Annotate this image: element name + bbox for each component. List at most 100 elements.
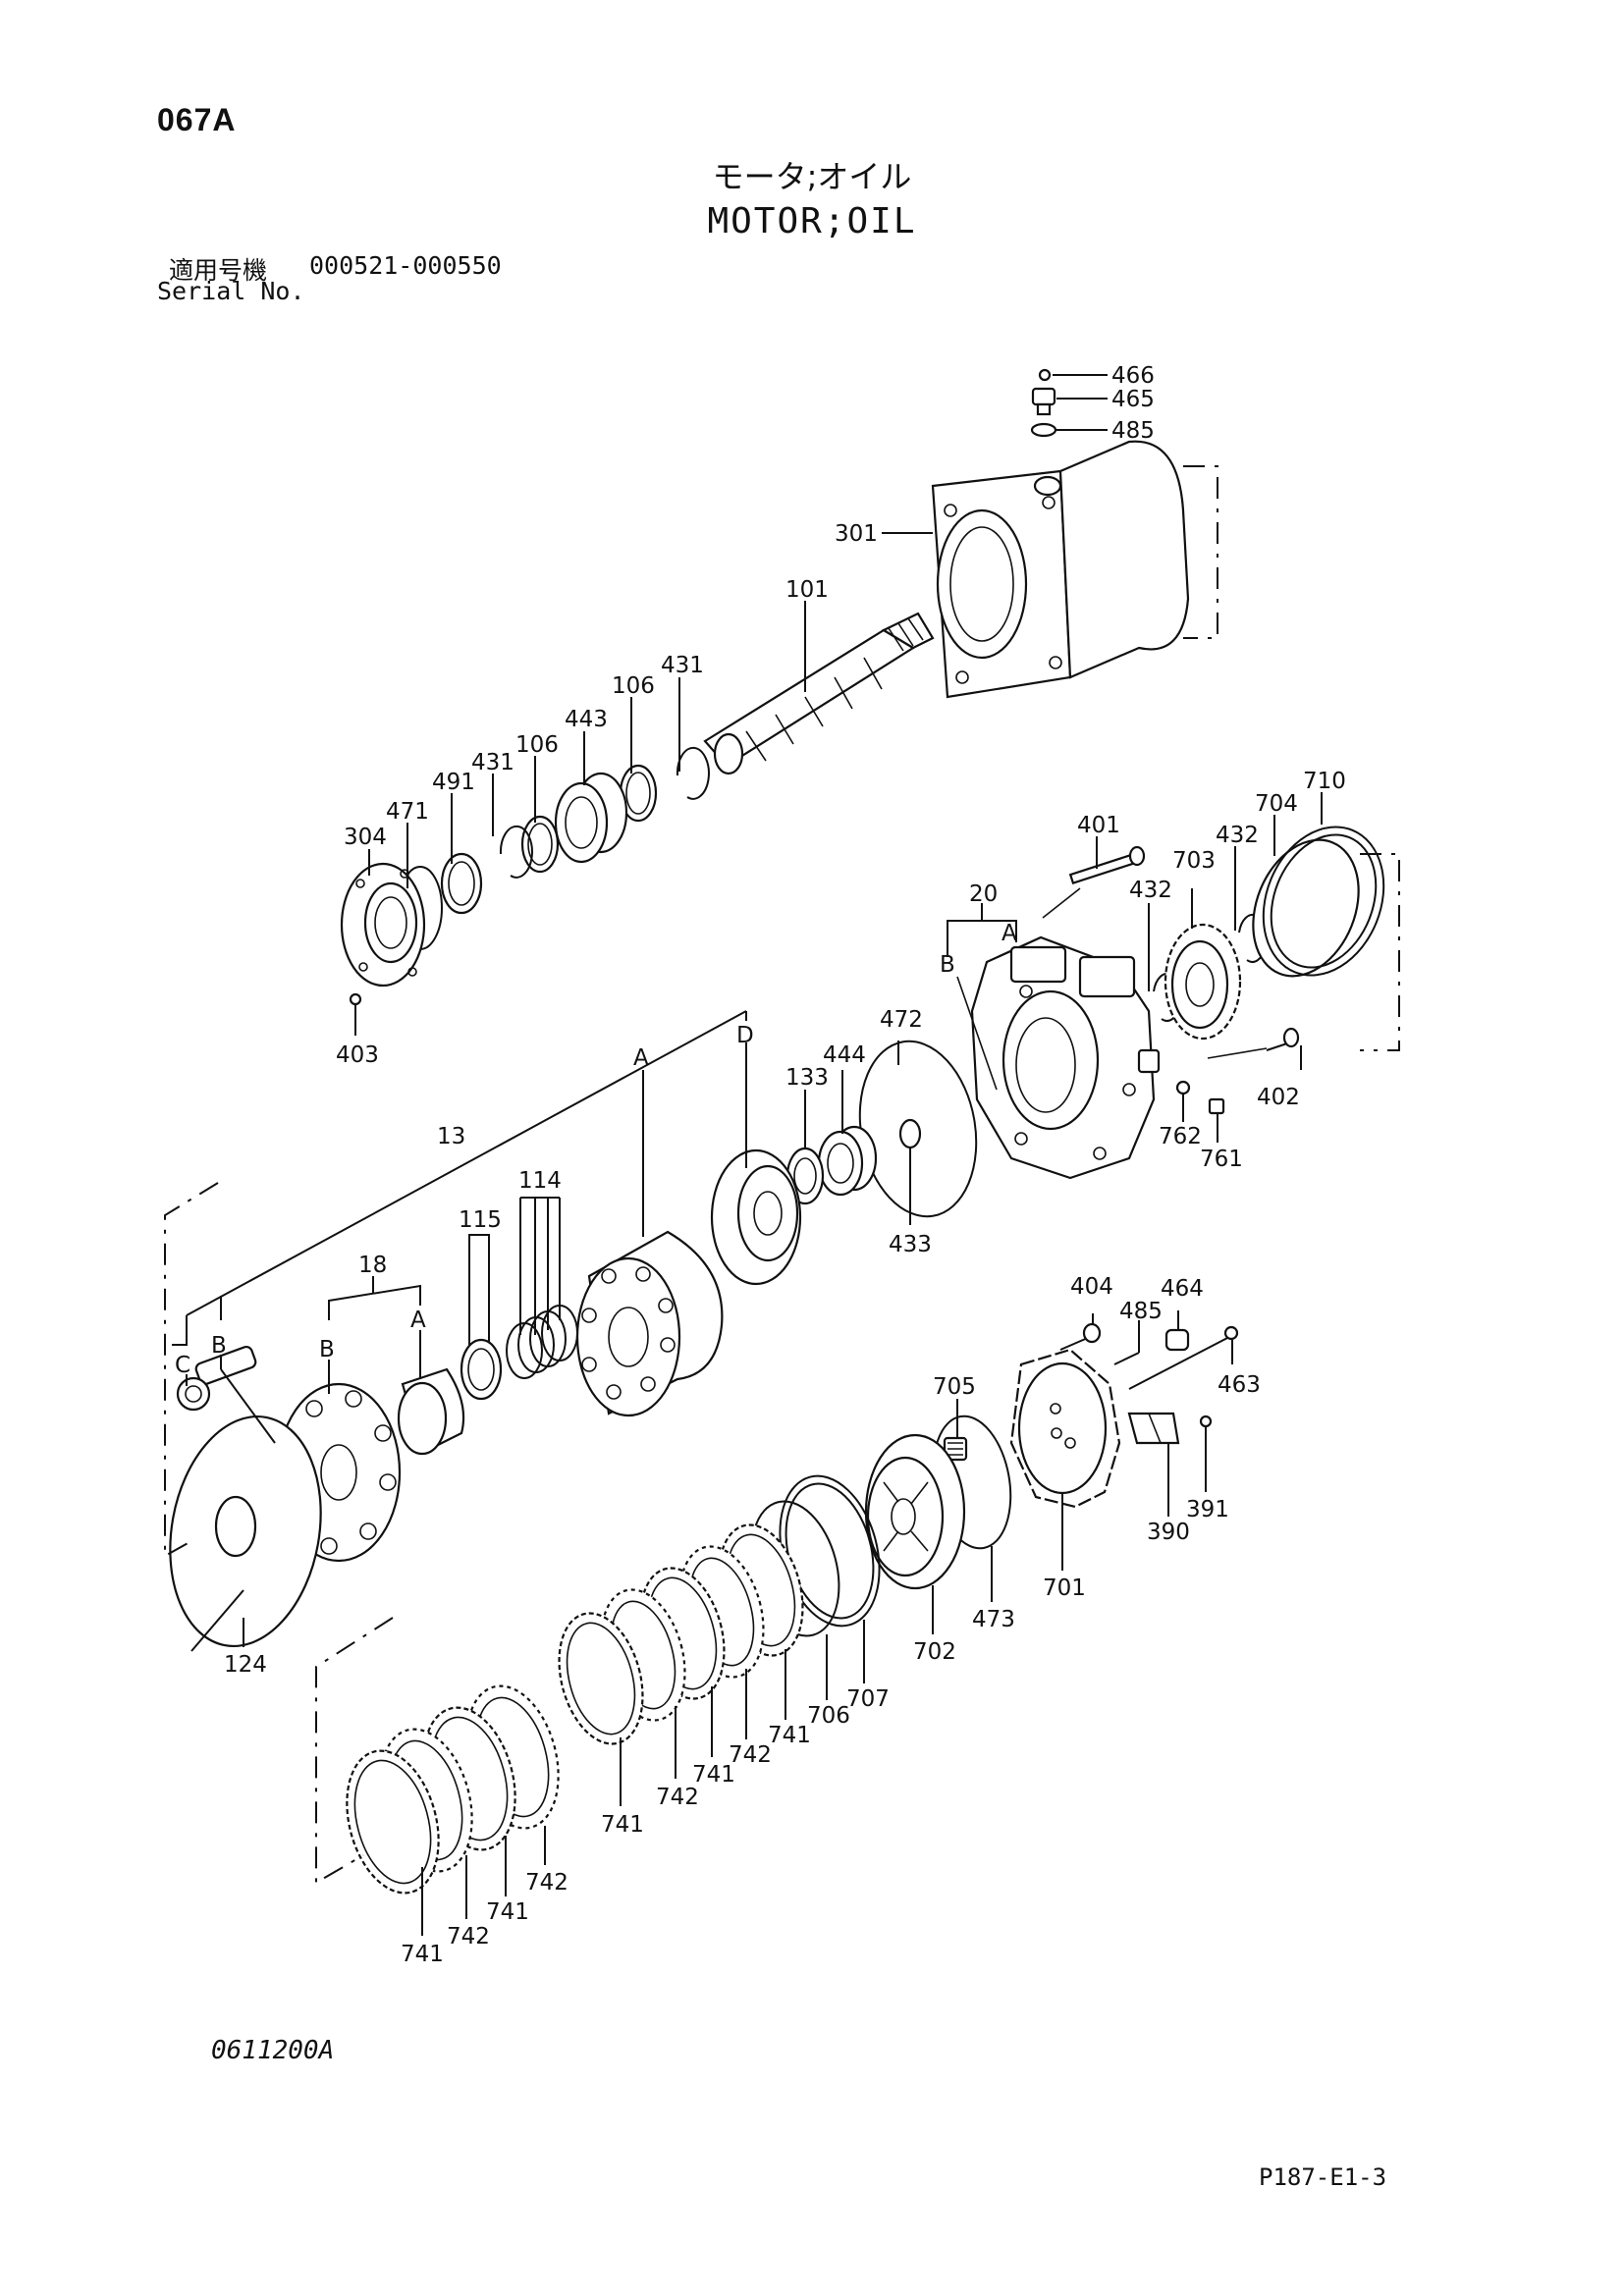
label-401: 401 [1077,813,1120,838]
callout-a-valve: A [1001,921,1017,946]
label-473: 473 [972,1607,1015,1632]
callout-b-valve: B [940,952,955,978]
bolt-404 [1059,1322,1102,1351]
label-701: 701 [1043,1575,1086,1601]
group-bracket-114 [519,1197,561,1335]
title-english: MOTOR;OIL [707,201,917,241]
label-101: 101 [785,577,829,603]
callout-c: C [175,1353,190,1378]
label-741-5: 741 [401,1942,444,1967]
label-301: 301 [835,521,878,547]
plug-464 [1164,1328,1190,1352]
callout-d: D [736,1023,754,1048]
drawing-code: 0611200A [211,2036,335,2065]
label-706: 706 [807,1703,850,1729]
brake-bracket [315,1617,394,1885]
o-ring-485-top [1030,422,1057,438]
page-reference: P187-E1-3 [1259,2163,1387,2191]
valve-block [970,935,1161,1180]
bolt-403 [349,992,362,1016]
plug-463 [1128,1325,1239,1390]
callout-b-retainer: B [319,1337,335,1362]
serial-range: 000521-000550 [309,251,502,280]
bearing-443 [554,772,628,864]
snap-ring-431-right [676,746,710,800]
ring-433 [898,1118,922,1149]
ring-704 [1252,838,1360,978]
gear-703 [1164,923,1242,1041]
label-433: 433 [889,1232,932,1257]
friction-plate-741-3 [558,1612,644,1745]
label-485-top: 485 [1111,418,1155,444]
label-13: 13 [437,1124,465,1149]
label-491: 491 [432,770,475,795]
callout-a-guide: A [410,1308,426,1333]
group-bracket-20 [947,887,1268,1091]
label-403: 403 [336,1042,379,1068]
label-114: 114 [518,1168,562,1194]
label-463: 463 [1218,1372,1261,1398]
bearing-444 [817,1125,878,1197]
label-742-1: 742 [729,1742,772,1768]
label-431-right: 431 [661,653,704,678]
cylinder-block [575,1230,724,1417]
bolt-402 [1266,1027,1300,1051]
label-432-left: 432 [1129,878,1172,903]
group-bracket-115 [468,1234,490,1345]
label-741-1: 741 [768,1723,811,1748]
label-464: 464 [1161,1276,1204,1302]
label-742-4: 742 [447,1924,490,1949]
seal-485-bottom [1113,1352,1140,1365]
label-443: 443 [565,707,608,732]
label-741-3: 741 [601,1812,644,1838]
plug-465 [1031,387,1056,416]
serial-label-english: Serial No. [157,277,305,305]
label-472: 472 [880,1007,923,1033]
label-742-2: 742 [656,1785,699,1810]
serial-label-japanese: 適用号機 [169,256,268,285]
label-20: 20 [969,881,998,907]
snap-ring-431-left [499,825,533,879]
page-code: 067A [157,102,237,137]
label-444: 444 [823,1042,866,1068]
valve-plate [710,1148,802,1286]
shaft [703,612,935,775]
label-710: 710 [1303,769,1346,794]
label-762: 762 [1159,1124,1202,1149]
ring-106-right [619,764,658,823]
left-bracket [164,1182,276,1558]
label-704: 704 [1255,791,1298,817]
label-431-left: 431 [471,750,514,775]
ring-115 [460,1338,503,1401]
label-404: 404 [1070,1274,1113,1300]
brake-piston-702 [864,1433,966,1590]
label-402: 402 [1257,1085,1300,1110]
label-761: 761 [1200,1147,1243,1172]
spring-114 [506,1305,578,1379]
group-bracket-13 [186,1010,747,1335]
bolt-401 [1068,845,1146,885]
label-705: 705 [933,1374,976,1400]
bracket-390 [1127,1412,1180,1445]
label-485-bottom: 485 [1119,1299,1163,1324]
group-bracket-18 [328,1276,421,1394]
swash-plate-124 [169,1415,322,1648]
piston-b [176,1345,257,1412]
label-124: 124 [224,1652,267,1678]
callout-a-cylinder: A [633,1045,649,1071]
ring-491 [440,852,483,915]
label-391: 391 [1186,1497,1229,1522]
ring-710 [1262,826,1385,977]
label-742-3: 742 [525,1870,568,1896]
title-japanese: モータ;オイル [712,158,912,195]
friction-plate-741-5 [346,1749,440,1895]
leader-lines [190,374,1323,1936]
label-18: 18 [358,1253,387,1278]
plug-466 [1038,368,1052,382]
label-466: 466 [1111,363,1155,389]
pin-762 [1175,1080,1191,1095]
label-133: 133 [785,1065,829,1091]
label-707: 707 [846,1686,890,1712]
cover-701 [1009,1348,1121,1509]
